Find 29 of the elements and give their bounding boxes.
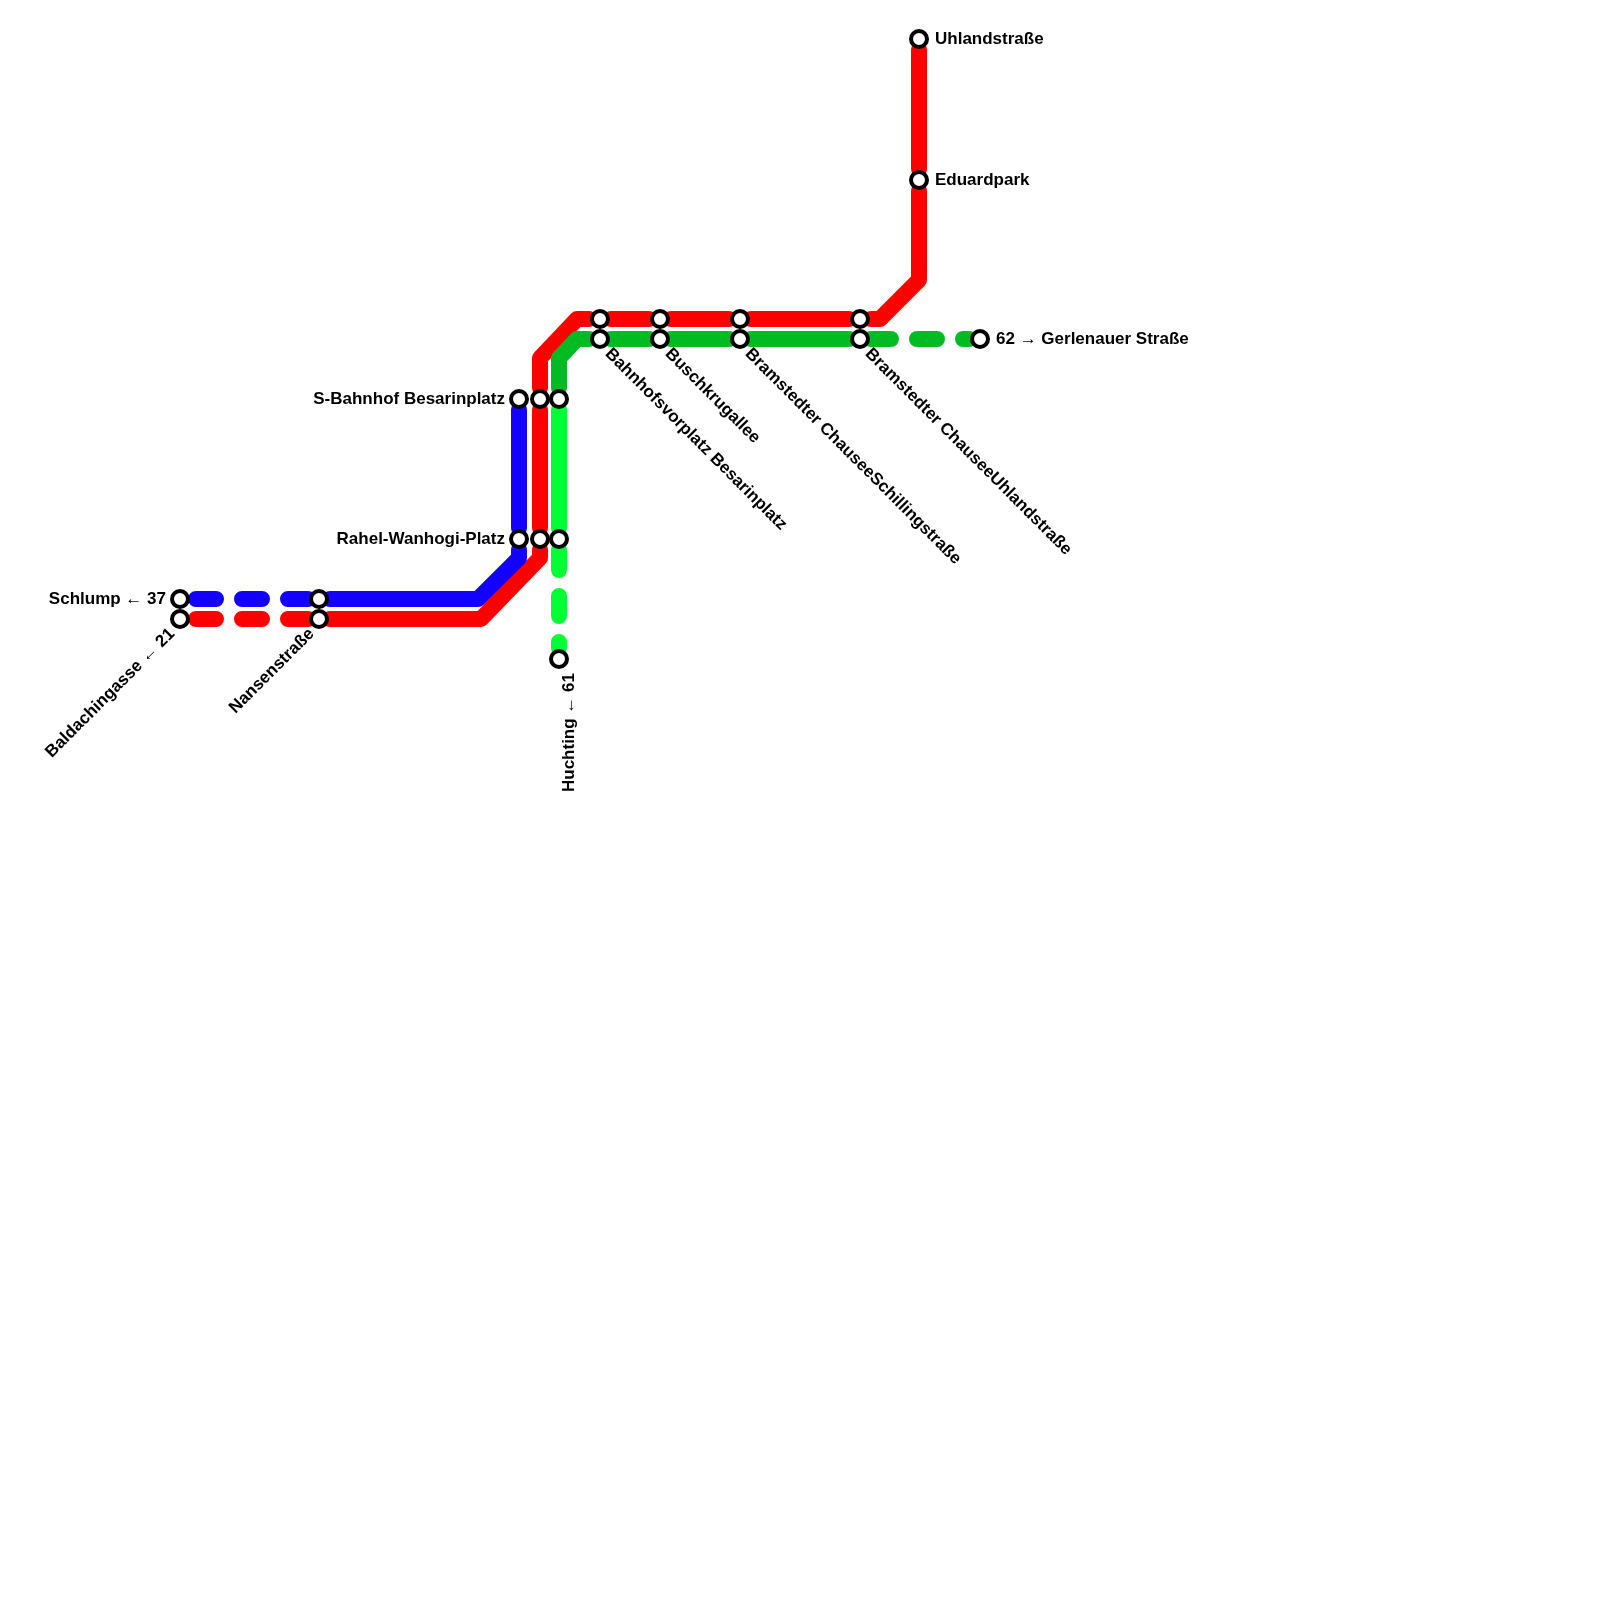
station-marker [909, 29, 929, 49]
station-marker [530, 529, 550, 549]
station-marker [309, 609, 329, 629]
station-marker [549, 649, 569, 669]
station-marker [590, 329, 610, 349]
station-marker [730, 309, 750, 329]
station-marker [170, 589, 190, 609]
station-marker [730, 329, 750, 349]
station-marker [509, 389, 529, 409]
station-marker [970, 329, 990, 349]
station-label: S-Bahnhof Besarinplatz [313, 389, 505, 409]
station-marker [590, 309, 610, 329]
station-marker [170, 609, 190, 629]
station-marker [650, 309, 670, 329]
station-label: Rahel-Wanhogi-Platz [336, 529, 505, 549]
station-marker [549, 529, 569, 549]
station-marker [850, 309, 870, 329]
station-marker [309, 589, 329, 609]
station-marker [509, 529, 529, 549]
station-marker [850, 329, 870, 349]
station-marker [530, 389, 550, 409]
station-label: 62 → Gerlenauer Straße [996, 329, 1189, 349]
station-marker [650, 329, 670, 349]
station-label: Schlump ← 37 [48, 589, 166, 609]
station-marker [909, 170, 929, 190]
station-marker [549, 389, 569, 409]
station-label: Huchting ← 61 [559, 673, 579, 792]
station-label: Uhlandstraße [935, 29, 1044, 49]
station-label: Eduardpark [935, 170, 1030, 190]
